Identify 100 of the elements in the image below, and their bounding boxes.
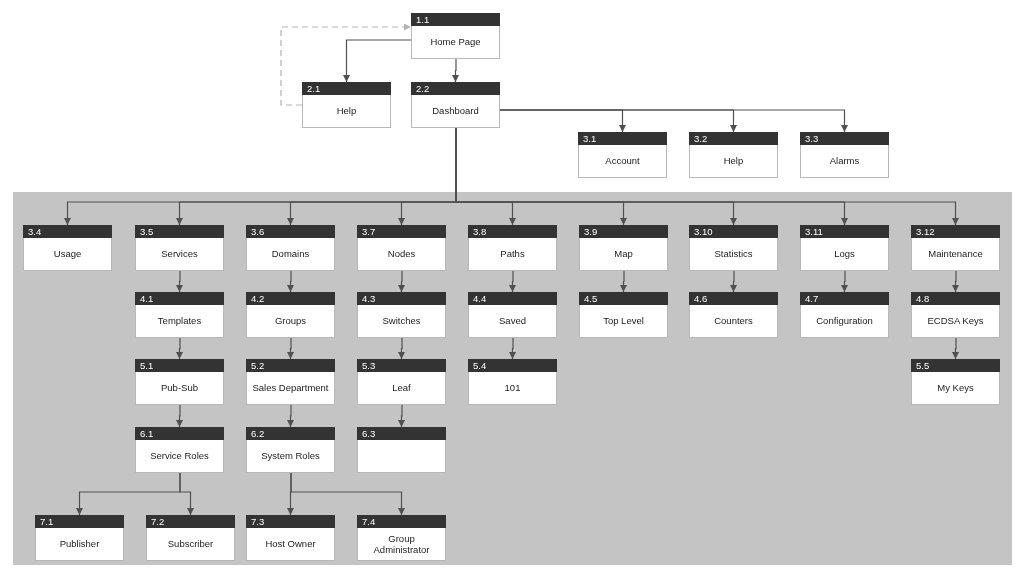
page-box: [411, 13, 500, 59]
arrow: [620, 270, 627, 293]
page-title: Dashboard: [431, 104, 480, 119]
arrow: [290, 472, 405, 516]
page-number: 5.2: [246, 359, 335, 372]
page-box: [357, 225, 446, 271]
arrow: [287, 270, 294, 293]
page-box: [911, 359, 1000, 405]
page-box: [135, 427, 224, 473]
arrow: [952, 270, 959, 293]
page-title: Help: [722, 154, 745, 169]
arrow: [841, 270, 848, 293]
page-box: [246, 359, 335, 405]
arrow: [730, 270, 737, 293]
page-box: [302, 82, 391, 128]
page-title: Leaf: [391, 381, 412, 396]
page-box: [578, 132, 667, 178]
page-number: 6.1: [135, 427, 224, 440]
page-box: [411, 82, 500, 128]
page-number: 1.1: [411, 13, 500, 26]
page-box: [135, 292, 224, 338]
arrow: [176, 337, 183, 360]
arrow: [398, 337, 405, 360]
page-number: 3.1: [578, 132, 667, 145]
page-box: [468, 359, 557, 405]
arrow: [179, 472, 194, 516]
page-box: [689, 225, 778, 271]
page-box: [246, 427, 335, 473]
page-title: Statistics: [713, 247, 754, 262]
page-title: My Keys: [936, 381, 975, 396]
arrow: [176, 270, 183, 293]
page-number: 7.1: [35, 515, 124, 528]
page-title: Publisher: [58, 537, 101, 552]
page-box: [800, 132, 889, 178]
page-title: Paths: [499, 247, 526, 262]
page-box: [689, 292, 778, 338]
page-title: Nodes: [386, 247, 417, 262]
page-number: 6.3: [357, 427, 446, 440]
page-number: 2.1: [302, 82, 391, 95]
page-number: 3.4: [23, 225, 112, 238]
page-title: Group Administrator: [372, 531, 431, 557]
page-box: [135, 359, 224, 405]
page-box: [357, 359, 446, 405]
page-number: 3.11: [800, 225, 889, 238]
page-title: Configuration: [815, 314, 874, 329]
page-box: [800, 292, 889, 338]
page-title: Host Owner: [264, 537, 317, 552]
page-title: Logs: [833, 247, 856, 262]
page-number: 3.10: [689, 225, 778, 238]
page-box: [911, 292, 1000, 338]
page-box: [579, 292, 668, 338]
page-title: Top Level: [602, 314, 645, 329]
page-box: [689, 132, 778, 178]
page-number: 4.4: [468, 292, 557, 305]
arrow: [499, 109, 848, 133]
page-box: [35, 515, 124, 561]
page-title: Switches: [381, 314, 422, 329]
page-title: Help: [335, 104, 358, 119]
page-number: 4.3: [357, 292, 446, 305]
page-number: 4.1: [135, 292, 224, 305]
page-title: System Roles: [260, 449, 321, 464]
page-box: [911, 225, 1000, 271]
arrow: [452, 58, 459, 83]
page-title: Saved: [498, 314, 527, 329]
arrow: [343, 39, 412, 83]
page-number: 4.6: [689, 292, 778, 305]
dashed-arrow: [280, 23, 412, 106]
page-number: 5.1: [135, 359, 224, 372]
page-title: Subscriber: [166, 537, 215, 552]
page-number: 7.3: [246, 515, 335, 528]
page-number: 3.3: [800, 132, 889, 145]
page-title: Alarms: [828, 154, 861, 169]
page-number: 2.2: [411, 82, 500, 95]
arrow: [176, 404, 183, 428]
page-box: [246, 515, 335, 561]
page-number: 3.7: [357, 225, 446, 238]
page-box: [468, 292, 557, 338]
page-number: 3.9: [579, 225, 668, 238]
page-title: Usage: [52, 247, 83, 262]
page-title: Services: [160, 247, 199, 262]
page-number: 3.8: [468, 225, 557, 238]
page-title: Domains: [270, 247, 311, 262]
page-number: 4.8: [911, 292, 1000, 305]
page-title: Maintenance: [927, 247, 984, 262]
page-title: Counters: [713, 314, 754, 329]
page-title: Home Page: [429, 35, 482, 50]
page-title: Account: [604, 154, 641, 169]
arrow: [287, 337, 294, 360]
arrow: [398, 270, 405, 293]
page-number: 3.12: [911, 225, 1000, 238]
page-number: 5.4: [468, 359, 557, 372]
page-number: 4.2: [246, 292, 335, 305]
page-box: [246, 225, 335, 271]
page-title: Templates: [156, 314, 203, 329]
page-number: 3.2: [689, 132, 778, 145]
page-title: ECDSA Keys: [926, 314, 985, 329]
page-number: 7.2: [146, 515, 235, 528]
page-title: Groups: [273, 314, 308, 329]
page-number: 4.7: [800, 292, 889, 305]
arrow: [509, 337, 516, 360]
